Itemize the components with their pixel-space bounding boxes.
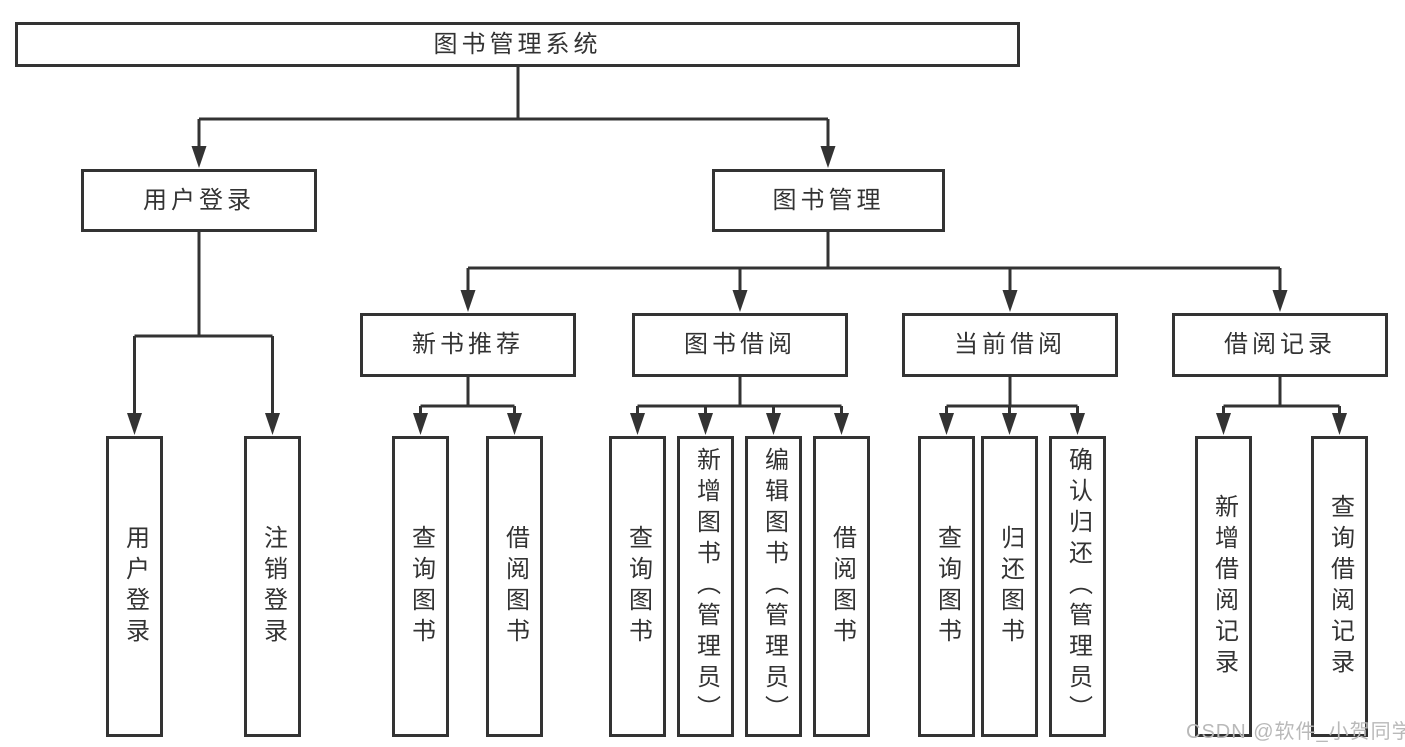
node-new-book-recommend: 新书推荐 (360, 313, 576, 377)
leaf-borrow-books-1-label: 借阅图书 (501, 524, 529, 649)
leaf-borrow-books-1: 借阅图书 (486, 436, 543, 737)
node-user-login: 用户登录 (81, 169, 317, 232)
node-current-borrowing: 当前借阅 (902, 313, 1118, 377)
leaf-confirm-return-admin: 确认归还（管理员） (1049, 436, 1106, 737)
node-book-borrowing-label: 图书借阅 (684, 331, 796, 358)
leaf-logout-login-label: 注销登录 (259, 524, 287, 649)
node-user-login-label: 用户登录 (143, 186, 255, 214)
node-book-management-label: 图书管理 (772, 186, 885, 214)
watermark: CSDN @软件_小贺同学 (1186, 721, 1405, 743)
node-book-borrowing: 图书借阅 (632, 313, 848, 377)
leaf-borrow-books-2-label: 借阅图书 (828, 524, 856, 649)
leaf-borrow-books-2: 借阅图书 (813, 436, 870, 737)
leaf-user-login: 用户登录 (106, 436, 163, 737)
leaf-add-book-admin: 新增图书（管理员） (677, 436, 734, 737)
node-library-system: 图书管理系统 (15, 22, 1020, 67)
leaf-return-books: 归还图书 (981, 436, 1038, 737)
leaf-query-books-2-label: 查询图书 (624, 524, 652, 649)
leaf-edit-book-admin: 编辑图书（管理员） (745, 436, 802, 737)
leaf-user-login-label: 用户登录 (121, 524, 149, 649)
leaf-add-borrow-record-label: 新增借阅记录 (1210, 493, 1238, 680)
node-book-management: 图书管理 (712, 169, 945, 232)
leaf-edit-book-admin-label: 编辑图书（管理员） (760, 447, 788, 726)
leaf-query-books-1: 查询图书 (392, 436, 449, 737)
leaf-add-borrow-record: 新增借阅记录 (1195, 436, 1252, 737)
leaf-query-borrow-record: 查询借阅记录 (1311, 436, 1368, 737)
node-borrow-records: 借阅记录 (1172, 313, 1388, 377)
leaf-logout-login: 注销登录 (244, 436, 301, 737)
leaf-confirm-return-admin-label: 确认归还（管理员） (1064, 447, 1092, 726)
leaf-query-books-1-label: 查询图书 (407, 524, 435, 649)
leaf-return-books-label: 归还图书 (996, 524, 1024, 649)
node-borrow-records-label: 借阅记录 (1224, 331, 1336, 358)
leaf-query-borrow-record-label: 查询借阅记录 (1326, 493, 1354, 680)
node-new-book-recommend-label: 新书推荐 (412, 331, 524, 358)
node-library-system-label: 图书管理系统 (433, 30, 602, 58)
node-current-borrowing-label: 当前借阅 (954, 331, 1066, 358)
leaf-query-books-2: 查询图书 (609, 436, 666, 737)
leaf-add-book-admin-label: 新增图书（管理员） (692, 447, 720, 726)
leaf-query-books-3: 查询图书 (918, 436, 975, 737)
leaf-query-books-3-label: 查询图书 (933, 524, 961, 649)
